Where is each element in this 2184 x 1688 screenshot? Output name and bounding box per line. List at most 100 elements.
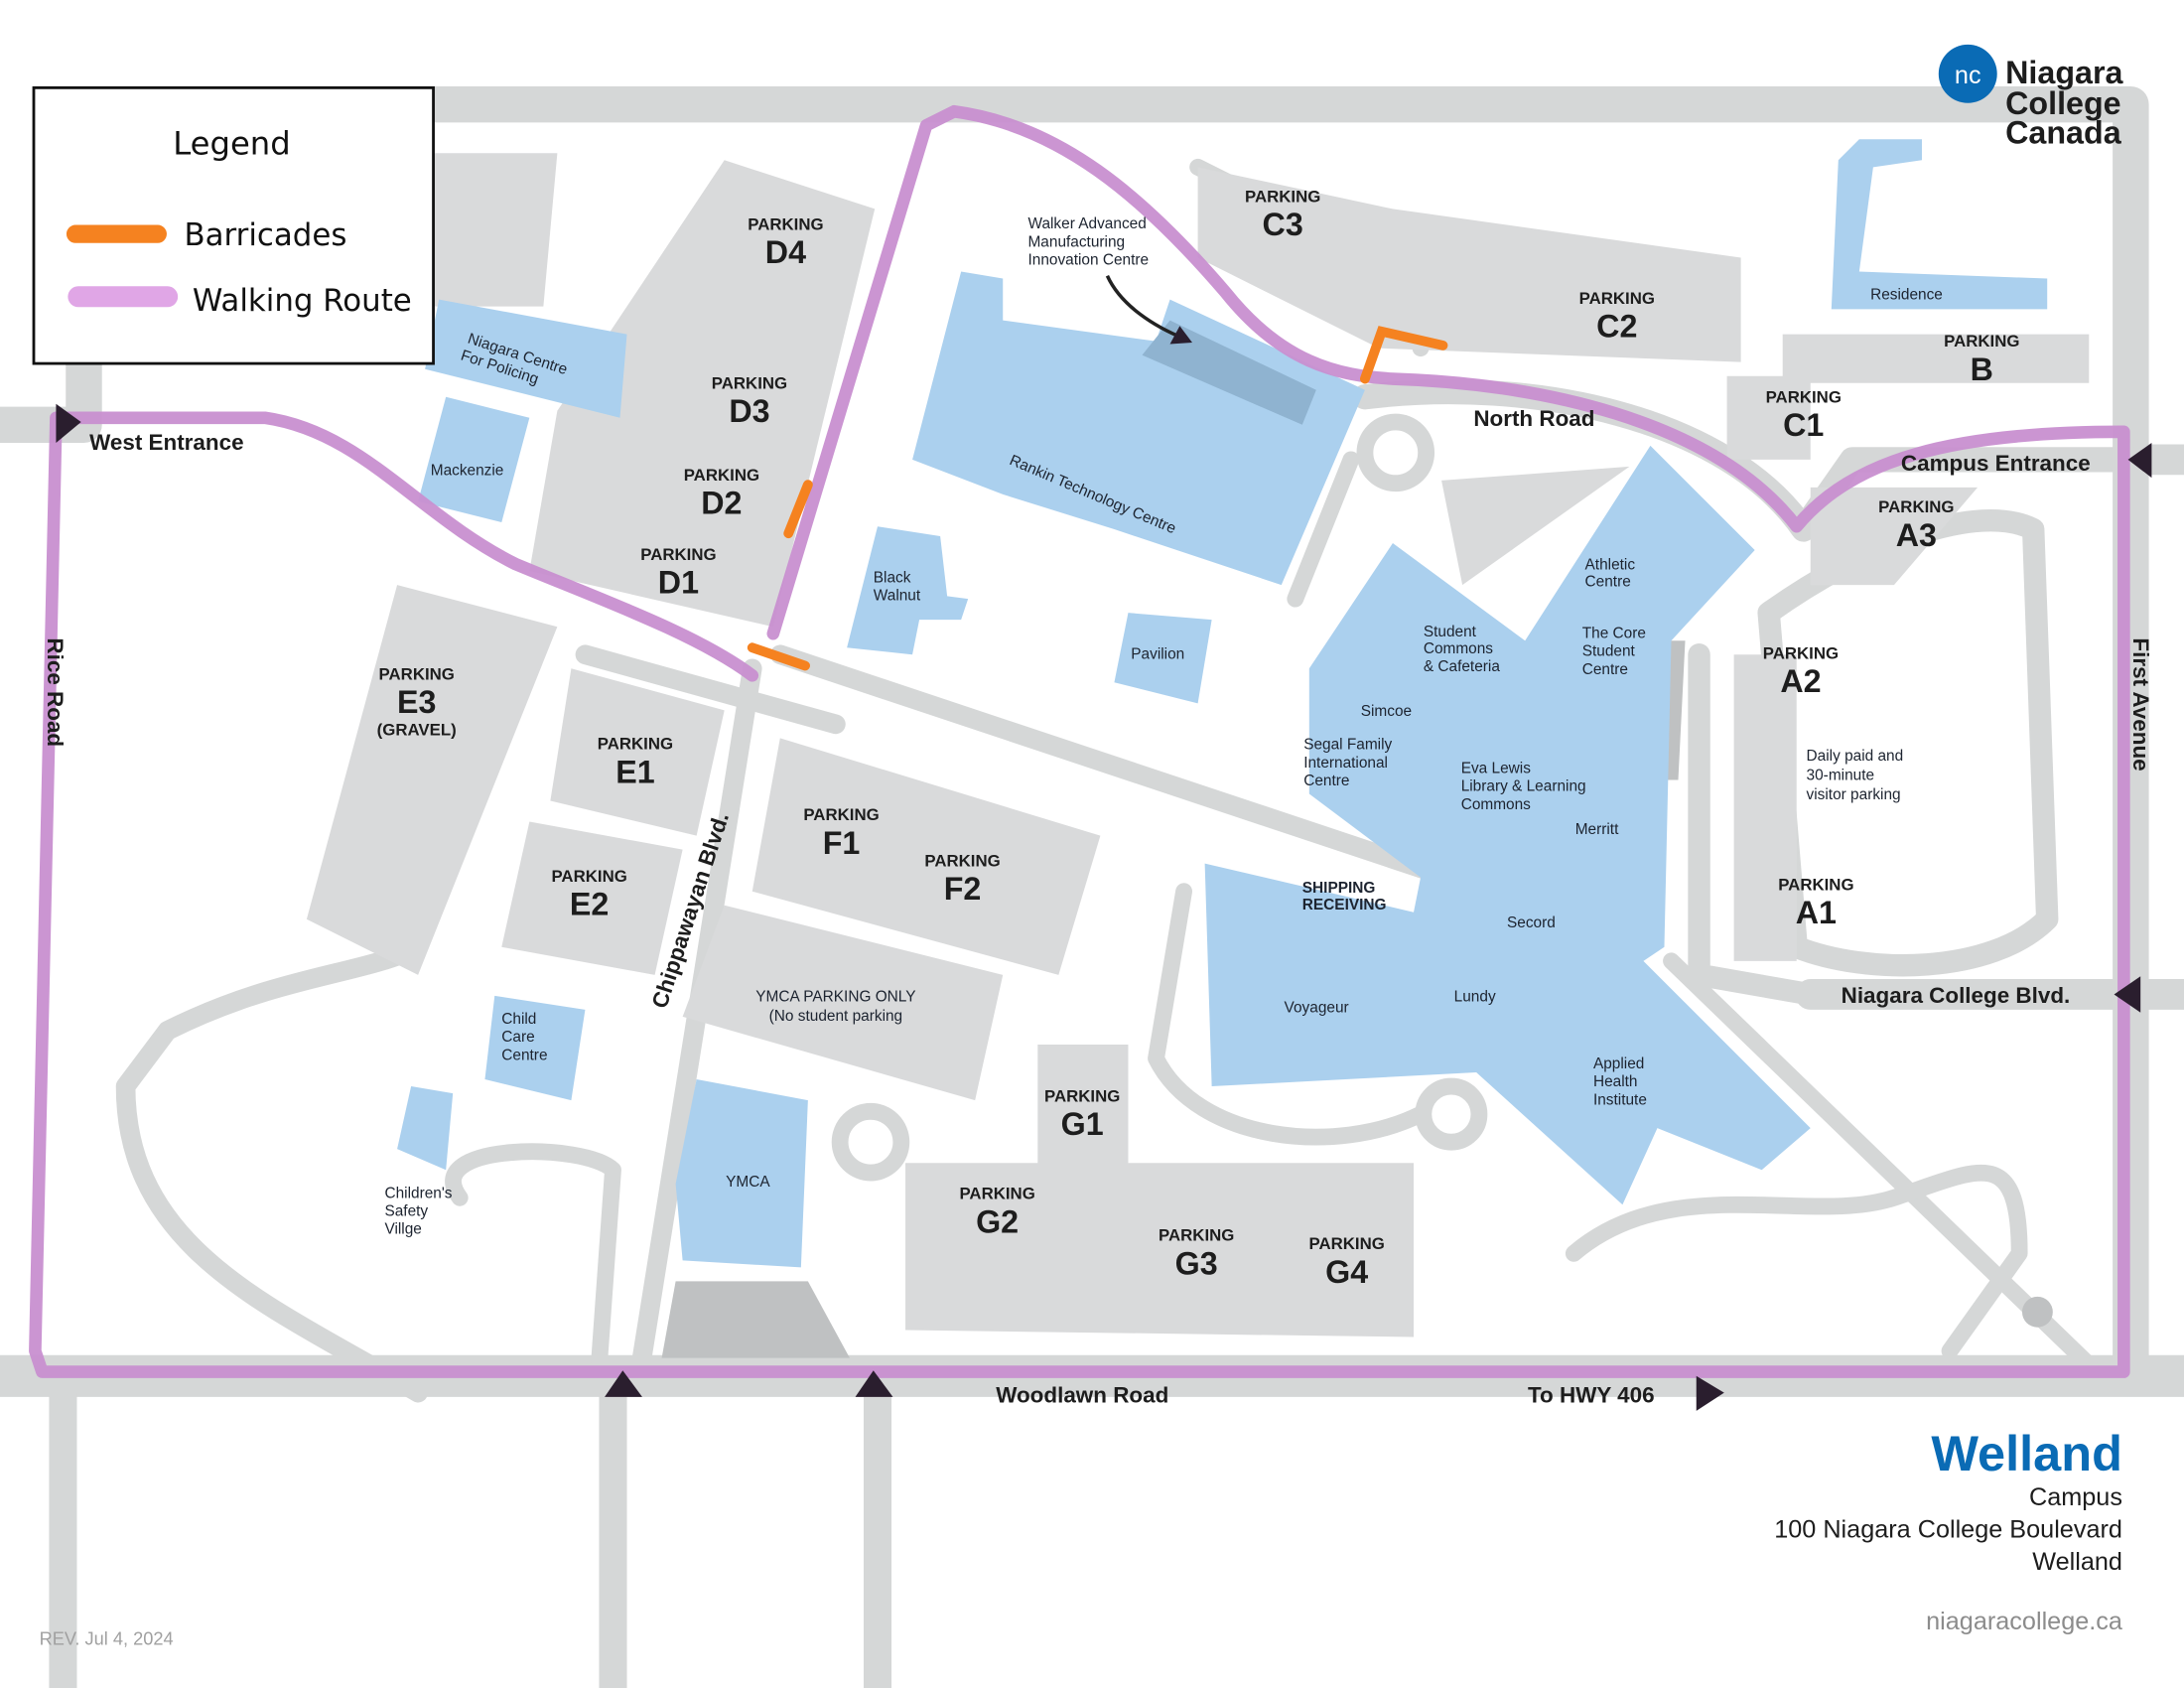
svg-text:PARKING: PARKING [712,373,787,392]
label-core: Student [1582,643,1636,660]
svg-text:PARKING: PARKING [1778,875,1853,894]
campus-city: Welland [2032,1548,2122,1576]
label-athletic: Athletic [1585,557,1636,574]
svg-text:PARKING: PARKING [803,805,879,824]
label-applied-health: Health [1593,1073,1638,1090]
label-childrens-safety: Villge [384,1221,421,1238]
a2-note: visitor parking [1807,786,1901,803]
road-label-woodlawn: Woodlawn Road [996,1382,1168,1407]
svg-text:G1: G1 [1061,1106,1104,1142]
label-walker: Manufacturing [1027,233,1125,250]
svg-text:G3: G3 [1175,1245,1218,1281]
label-student-commons: Commons [1424,640,1493,657]
label-childrens-safety: Children's [384,1185,452,1201]
svg-text:PARKING: PARKING [924,851,1000,870]
svg-text:PARKING: PARKING [1044,1086,1120,1105]
label-child-care: Centre [501,1047,547,1063]
svg-text:D3: D3 [729,393,769,429]
svg-text:nc: nc [1955,62,1981,89]
label-eva-lewis: Commons [1461,796,1531,813]
svg-text:PARKING: PARKING [959,1185,1034,1203]
label-secord: Secord [1507,914,1556,931]
label-child-care: Care [501,1029,534,1046]
svg-text:F2: F2 [944,871,982,907]
road-label-to-hwy: To HWY 406 [1528,1382,1655,1407]
svg-text:E3: E3 [397,684,436,720]
svg-text:D4: D4 [765,234,806,270]
label-student-commons: Student [1424,624,1477,640]
svg-text:PARKING: PARKING [684,466,759,485]
svg-text:D2: D2 [701,486,742,521]
website-link[interactable]: niagaracollege.ca [1926,1608,2123,1635]
barricade [747,642,810,671]
label-applied-health: Applied [1593,1055,1644,1072]
building-pavilion [1114,613,1212,704]
svg-text:(GRAVEL): (GRAVEL) [377,721,457,740]
svg-text:PARKING: PARKING [1944,332,2019,351]
svg-text:A3: A3 [1896,517,1937,553]
entrance-arrows [56,274,2152,1411]
campus-address: 100 Niagara College Boulevard [1774,1516,2122,1544]
campus-info: Welland Campus 100 Niagara College Boule… [40,1425,2123,1648]
svg-text:D1: D1 [658,565,699,601]
barricades [747,326,1448,671]
building-black-walnut [847,526,969,655]
entrance-arrow-icon [56,403,81,444]
ymca-parking-note: (No student parking [769,1008,902,1025]
barricade [1360,326,1448,384]
label-student-commons: & Cafeteria [1424,658,1501,675]
label-simcoe: Simcoe [1361,703,1412,720]
building-child-care [484,995,586,1101]
label-segal: Centre [1303,773,1349,789]
campus-name: Welland [1931,1425,2122,1481]
svg-text:PARKING: PARKING [1763,643,1839,662]
walking-route [29,104,2130,1378]
svg-text:A1: A1 [1796,895,1837,930]
building-walker [1142,320,1316,425]
label-black-walnut: Walnut [874,588,921,605]
road-label-college-blvd: Niagara College Blvd. [1842,983,2071,1008]
label-shipping: RECEIVING [1302,897,1387,914]
svg-text:Canada: Canada [2005,114,2122,150]
legend-barricades-label: Barricades [184,217,346,253]
label-eva-lewis: Library & Learning [1461,778,1586,795]
svg-text:C2: C2 [1596,308,1637,344]
road-label-first-avenue: First Avenue [2128,637,2153,771]
building-rankin [912,271,1365,586]
road-label-north-road: North Road [1473,406,1594,431]
label-core: Centre [1582,661,1628,678]
svg-text:G4: G4 [1325,1254,1368,1290]
road-label-rice-road: Rice Road [43,637,68,747]
svg-text:PARKING: PARKING [551,867,626,886]
label-childrens-safety: Safety [384,1203,428,1220]
svg-text:B: B [1971,352,1993,387]
barricade [783,480,813,539]
road-label-west-entrance: West Entrance [89,430,243,455]
svg-text:PARKING: PARKING [1766,387,1842,406]
label-lundy: Lundy [1454,988,1496,1005]
label-merritt: Merritt [1575,821,1619,838]
label-shipping: SHIPPING [1302,880,1376,897]
label-pavilion: Pavilion [1131,645,1184,662]
svg-text:PARKING: PARKING [1245,187,1320,206]
label-segal: Segal Family [1303,737,1392,754]
svg-text:PARKING: PARKING [1878,497,1954,516]
label-athletic: Centre [1585,574,1631,591]
building-main-campus [1204,445,1811,1205]
svg-text:A2: A2 [1780,663,1821,699]
